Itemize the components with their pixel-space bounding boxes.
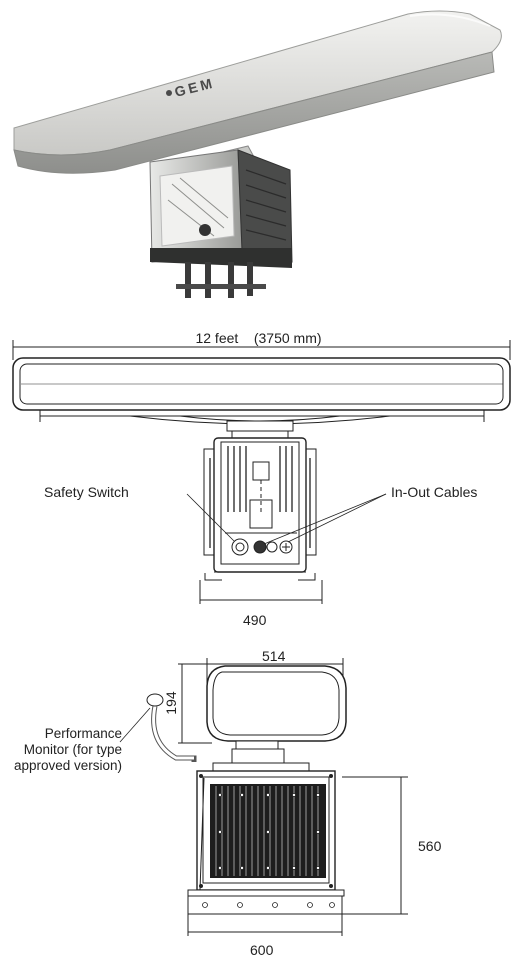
safety-switch-knob xyxy=(231,538,249,556)
brand-logo-mark xyxy=(166,90,172,96)
in-out-cables-label: In-Out Cables xyxy=(391,484,478,500)
side-top-width-label: 514 xyxy=(262,648,286,664)
side-base-width-label: 600 xyxy=(250,942,274,958)
performance-monitor-label: Performance Monitor (for type approved v… xyxy=(13,726,122,773)
side-antenna-height-label: 194 xyxy=(163,691,179,715)
cable-gland-1 xyxy=(253,540,267,554)
antenna-arm-side xyxy=(13,51,495,174)
performance-monitor-leader xyxy=(119,707,151,743)
side-view-drawing xyxy=(119,658,408,936)
cables-leader-2 xyxy=(287,493,387,543)
side-antenna-profile xyxy=(206,665,347,742)
front-view-drawing xyxy=(12,340,511,604)
front-width-label: 12 feet (3750 mm) xyxy=(195,330,322,346)
scanner-photo: GEM xyxy=(13,10,502,298)
performance-monitor-head xyxy=(146,693,164,707)
safety-switch-label: Safety Switch xyxy=(44,484,129,500)
front-base-width-label: 490 xyxy=(243,612,267,628)
safety-switch-leader xyxy=(186,493,235,542)
cables-leader-1 xyxy=(263,493,387,545)
side-height-label: 560 xyxy=(418,838,442,854)
cable-gland-2 xyxy=(266,541,278,553)
